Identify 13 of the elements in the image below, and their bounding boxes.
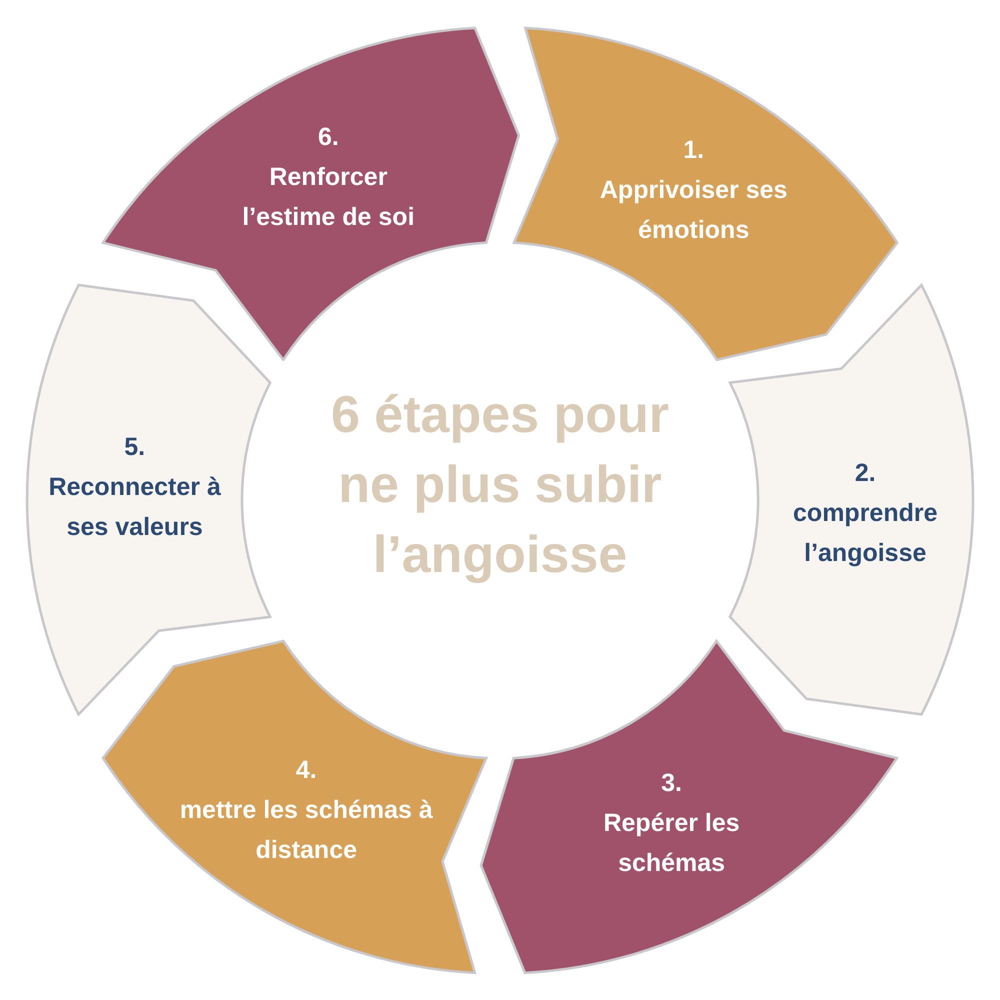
step-number: 6. (316, 122, 340, 154)
step-number: 1. (682, 135, 706, 166)
step-label: mettre les schémas à distance (178, 794, 434, 866)
step-label: Apprivoiser ses émotions (598, 175, 788, 246)
step-label: Repérer les schémas (602, 808, 741, 879)
step-label: Reconnecter à ses valeurs (48, 472, 222, 544)
step-label: Renforcer l’estime de soi (241, 162, 416, 234)
step-label: comprendre l’angoisse (792, 498, 938, 569)
step-number: 4. (294, 754, 318, 786)
title: 6 étapes pour ne plus subir l’angoisse (330, 385, 670, 586)
step-number: 5. (123, 432, 146, 464)
step-number: 2. (854, 458, 877, 489)
step-number: 3. (660, 768, 683, 799)
